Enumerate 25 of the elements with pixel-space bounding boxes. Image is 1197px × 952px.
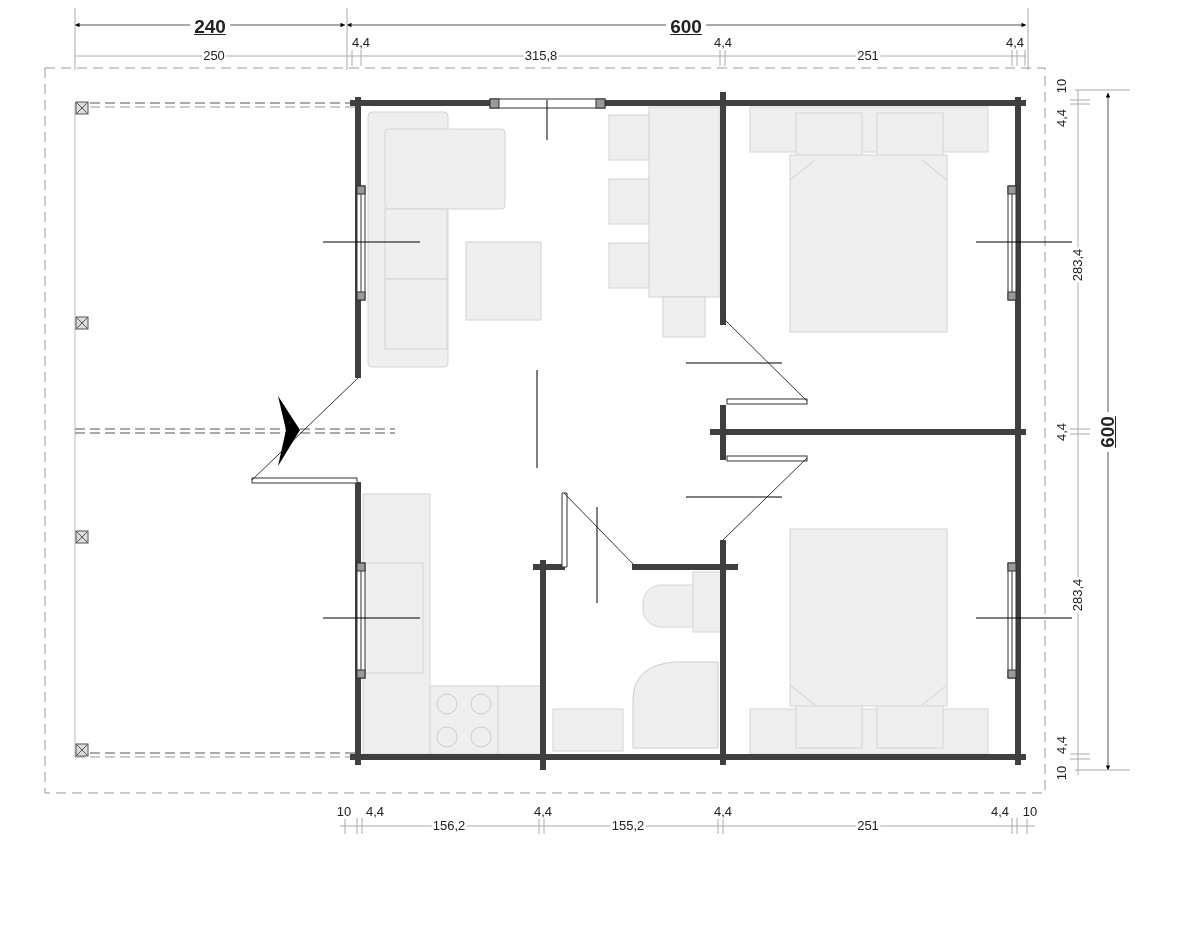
dimension-label: 4,4 (1004, 36, 1026, 50)
dimension-label: 4,4 (532, 805, 554, 819)
dimension-label: 4,4 (712, 805, 734, 819)
dimension-label: 155,2 (610, 819, 646, 833)
dimension-label: 10 (335, 805, 353, 819)
dimension-label: 250 (202, 49, 226, 63)
dimension-label: 283,4 (1071, 247, 1085, 283)
dimension-label: 4,4 (1055, 734, 1069, 756)
dimension-label: 251 (856, 819, 880, 833)
dimension-label: 10 (1021, 805, 1039, 819)
dimension-label: 4,4 (1055, 421, 1069, 443)
dimension-label: 251 (856, 49, 880, 63)
dimension-label: 600 (1098, 412, 1118, 452)
dimension-label: 156,2 (431, 819, 467, 833)
dimension-label: 10 (1055, 764, 1069, 782)
dimension-label: 283,4 (1071, 577, 1085, 613)
dimension-label: 600 (666, 17, 706, 37)
dimension-label: 4,4 (364, 805, 386, 819)
dimension-label: 4,4 (1055, 107, 1069, 129)
dimension-label: 4,4 (350, 36, 372, 50)
dimension-label: 240 (190, 17, 230, 37)
dimension-label: 10 (1055, 77, 1069, 95)
dimension-label: 4,4 (712, 36, 734, 50)
dimension-label: 4,4 (989, 805, 1011, 819)
dimension-label: 315,8 (523, 49, 559, 63)
